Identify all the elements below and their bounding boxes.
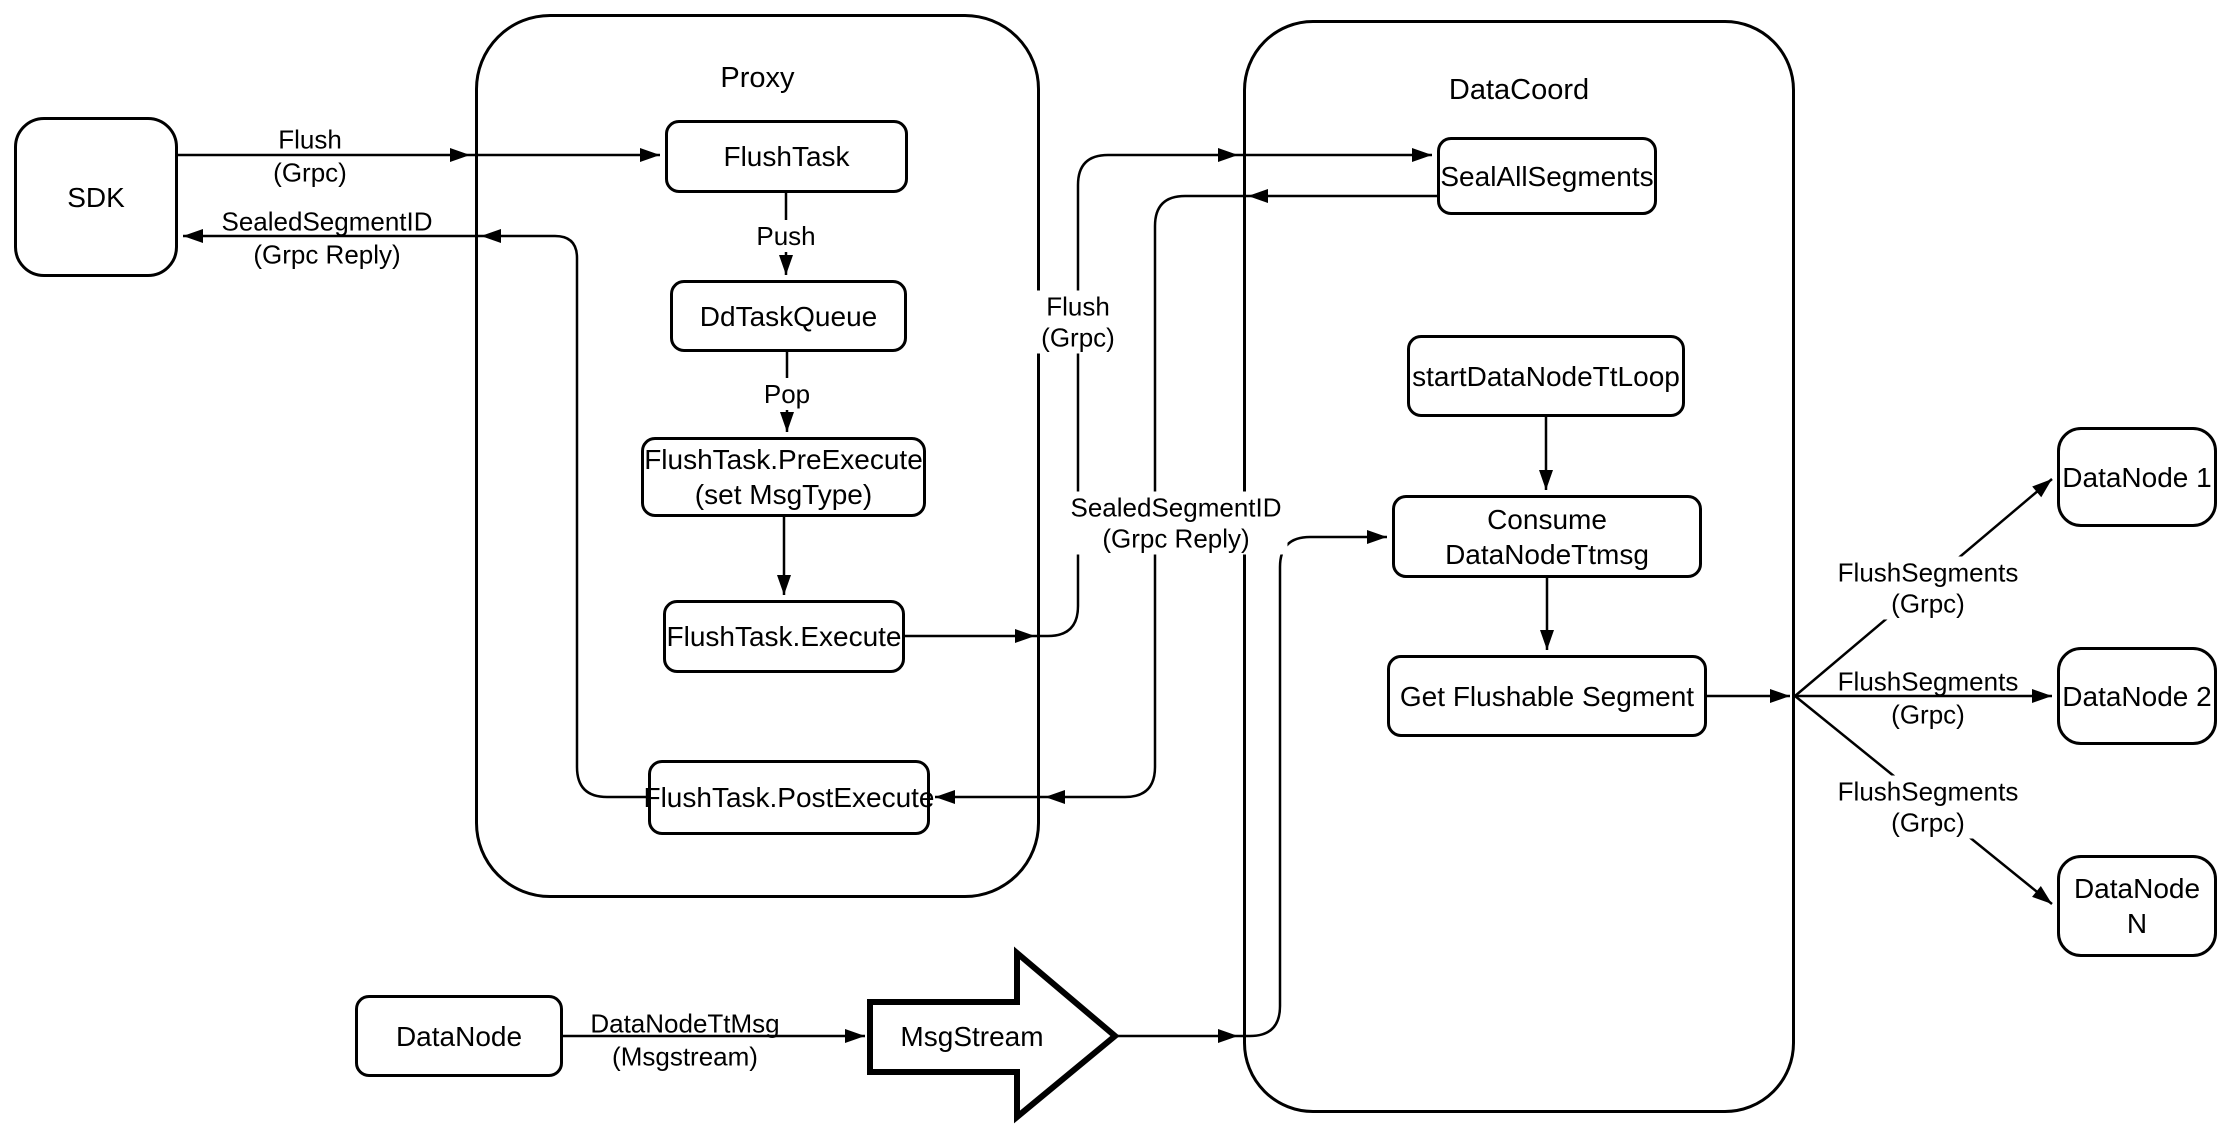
node-datanode2-label: DataNode 2 [2062, 680, 2212, 712]
node-preexecute-label-line2: (set MsgType) [694, 479, 873, 510]
node-preexecute-label-line1: FlushTask.PreExecute [644, 444, 923, 475]
edge-label-pop: Pop [757, 378, 817, 410]
node-postexecute: FlushTask.PostExecute [643, 760, 935, 835]
proxy-container [475, 14, 1040, 898]
node-datanoden: DataNode N [2057, 855, 2217, 957]
node-ddtaskqueue-label: DdTaskQueue [699, 300, 878, 332]
node-datanode2: DataNode 2 [2057, 647, 2217, 745]
node-preexecute: FlushTask.PreExecute (set MsgType) [641, 437, 926, 517]
node-datanode: DataNode [355, 995, 563, 1077]
edge-postexecute-to-proxyedge [481, 229, 648, 799]
node-flushtask: FlushTask [665, 120, 908, 193]
node-flushtask-label: FlushTask [723, 141, 850, 172]
node-datanoden-label: DataNode N [2073, 873, 2201, 939]
node-datanode-label: DataNode [395, 1020, 523, 1052]
edge-label-flushsegments-3: FlushSegments (Grpc) [1831, 775, 2025, 839]
node-datanode1-label: DataNode 1 [2062, 461, 2212, 493]
edge-label-flushsegments-1: FlushSegments (Grpc) [1831, 556, 2025, 620]
edge-flush-to-datacoordedge [1035, 148, 1238, 638]
node-startdatanodettloop-label: startDataNodeTtLoop [1412, 360, 1680, 392]
datacoord-container [1243, 20, 1795, 1113]
edge-label-push: Push [750, 220, 822, 252]
node-postexecute-label: FlushTask.PostExecute [643, 782, 935, 813]
node-startdatanodettloop: startDataNodeTtLoop [1407, 335, 1685, 417]
edge-label-sealedsegmentid-mid: SealedSegmentID (Grpc Reply) [1064, 491, 1288, 555]
node-getflushablesegment-label: Get Flushable Segment [1399, 680, 1695, 712]
msgstream-block-arrow [867, 946, 1120, 1124]
node-sdk: SDK [14, 117, 178, 277]
node-execute-label: FlushTask.Execute [666, 621, 902, 652]
edge-msgstream-to-consume [1238, 530, 1387, 1038]
node-sealallsegments: SealAllSegments [1437, 137, 1657, 215]
node-execute: FlushTask.Execute [663, 600, 905, 673]
proxy-container-title: Proxy [720, 62, 795, 94]
node-datanode1: DataNode 1 [2057, 427, 2217, 527]
node-getflushablesegment: Get Flushable Segment [1387, 655, 1707, 737]
node-sdk-label: SDK [67, 181, 125, 213]
datacoord-container-title: DataCoord [1448, 74, 1590, 106]
edge-label-flush-grpc-mid: Flush (Grpc) [1035, 290, 1121, 354]
node-ddtaskqueue: DdTaskQueue [670, 280, 907, 352]
edge-label-sealedsegmentid-sdk: SealedSegmentID (Grpc Reply) [221, 206, 433, 270]
edge-label-datanodettmsg: DataNodeTtMsg (Msgstream) [590, 1008, 780, 1072]
node-sealallsegments-label: SealAllSegments [1440, 160, 1654, 192]
msgstream-label: MsgStream [900, 1021, 1044, 1052]
edge-label-flushsegments-2: FlushSegments (Grpc) [1837, 666, 2019, 730]
node-consumedatanodettmsg-label: Consume DataNodeTtmsg [1445, 503, 1649, 570]
node-consumedatanodettmsg: Consume DataNodeTtmsg [1392, 495, 1702, 578]
edge-label-flush-grpc-sdk: Flush (Grpc) [273, 124, 347, 188]
